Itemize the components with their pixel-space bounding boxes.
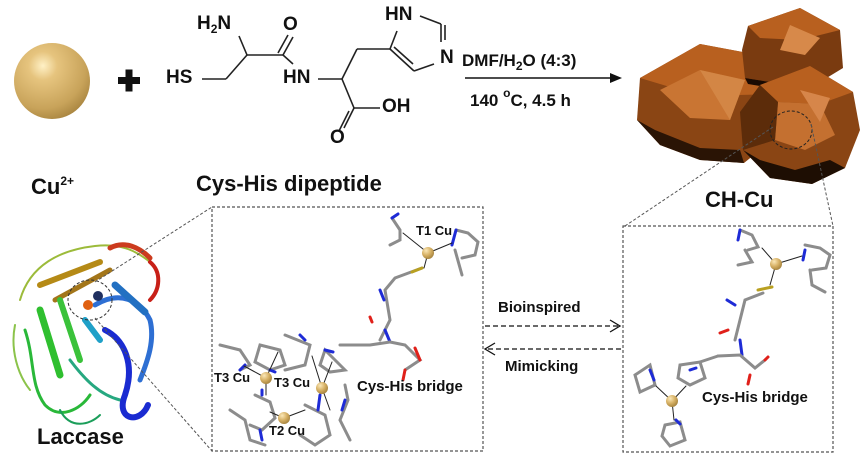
t3-copper-atom xyxy=(260,372,272,384)
atom-label-hs: HS xyxy=(166,67,193,88)
atom-label-n-ring: N xyxy=(440,47,454,68)
t1-cu-label: T1 Cu xyxy=(416,223,453,238)
copper-ion-charge: 2+ xyxy=(60,174,75,188)
t2-cu-label: T2 Cu xyxy=(269,423,306,438)
solvent-condition: DMF/H2O (4:3) xyxy=(462,51,577,73)
mimicking-arrow xyxy=(483,342,622,356)
ch-cu-active-site-model xyxy=(633,228,832,448)
atom-label-hn-ring: HN xyxy=(385,4,413,25)
mimicking-label: Mimicking xyxy=(505,358,579,375)
laccase-active-site-model xyxy=(218,212,480,447)
laccase-protein-ribbon xyxy=(12,242,161,425)
atom-label-o-acid: O xyxy=(330,127,345,148)
atom-label-oh: OH xyxy=(382,96,411,117)
zoom-guide-line xyxy=(94,317,213,452)
atom-label-h2n: H2N xyxy=(197,13,232,36)
polyhedron-particle xyxy=(742,8,843,86)
atom-label-o-carbonyl: O xyxy=(283,14,298,35)
zoom-guide-line xyxy=(94,206,213,283)
product-label: CH-Cu xyxy=(705,187,774,212)
bioinspired-label: Bioinspired xyxy=(498,299,581,316)
cys-his-bridge-label-left: Cys-His bridge xyxy=(357,378,463,395)
t3-cu-label-left: T3 Cu xyxy=(214,370,251,385)
ch-cu-particles xyxy=(624,8,860,227)
cys-his-bridge-label-right: Cys-His bridge xyxy=(702,389,808,406)
polyhedron-particle xyxy=(740,66,860,184)
reaction-arrow xyxy=(465,73,622,83)
dipeptide-structure xyxy=(202,15,446,132)
t3-cu-label-right: T3 Cu xyxy=(274,375,311,390)
atom-label-hn-amide: HN xyxy=(283,67,311,88)
zoom-guide-line xyxy=(810,123,834,227)
plus-sign-icon xyxy=(118,69,140,92)
t3-copper-atom xyxy=(316,382,328,394)
temperature-time-condition: 140 oC, 4.5 h xyxy=(470,86,571,110)
dipeptide-label: Cys-His dipeptide xyxy=(196,171,382,196)
t1-copper-atom xyxy=(422,247,434,259)
copper-ion-symbol: Cu xyxy=(31,174,61,199)
laccase-zoom-circle xyxy=(67,279,113,321)
copper-atom xyxy=(666,395,678,407)
copper-ion-label: Cu2+ xyxy=(31,174,74,200)
ch-cu-active-site-box xyxy=(622,225,834,453)
copper-ion-sphere xyxy=(14,43,90,119)
laccase-label: Laccase xyxy=(37,424,124,449)
t2-copper-atom xyxy=(278,412,290,424)
bioinspired-arrow xyxy=(485,319,622,333)
copper-atom xyxy=(770,258,782,270)
laccase-active-site-box xyxy=(211,206,484,452)
